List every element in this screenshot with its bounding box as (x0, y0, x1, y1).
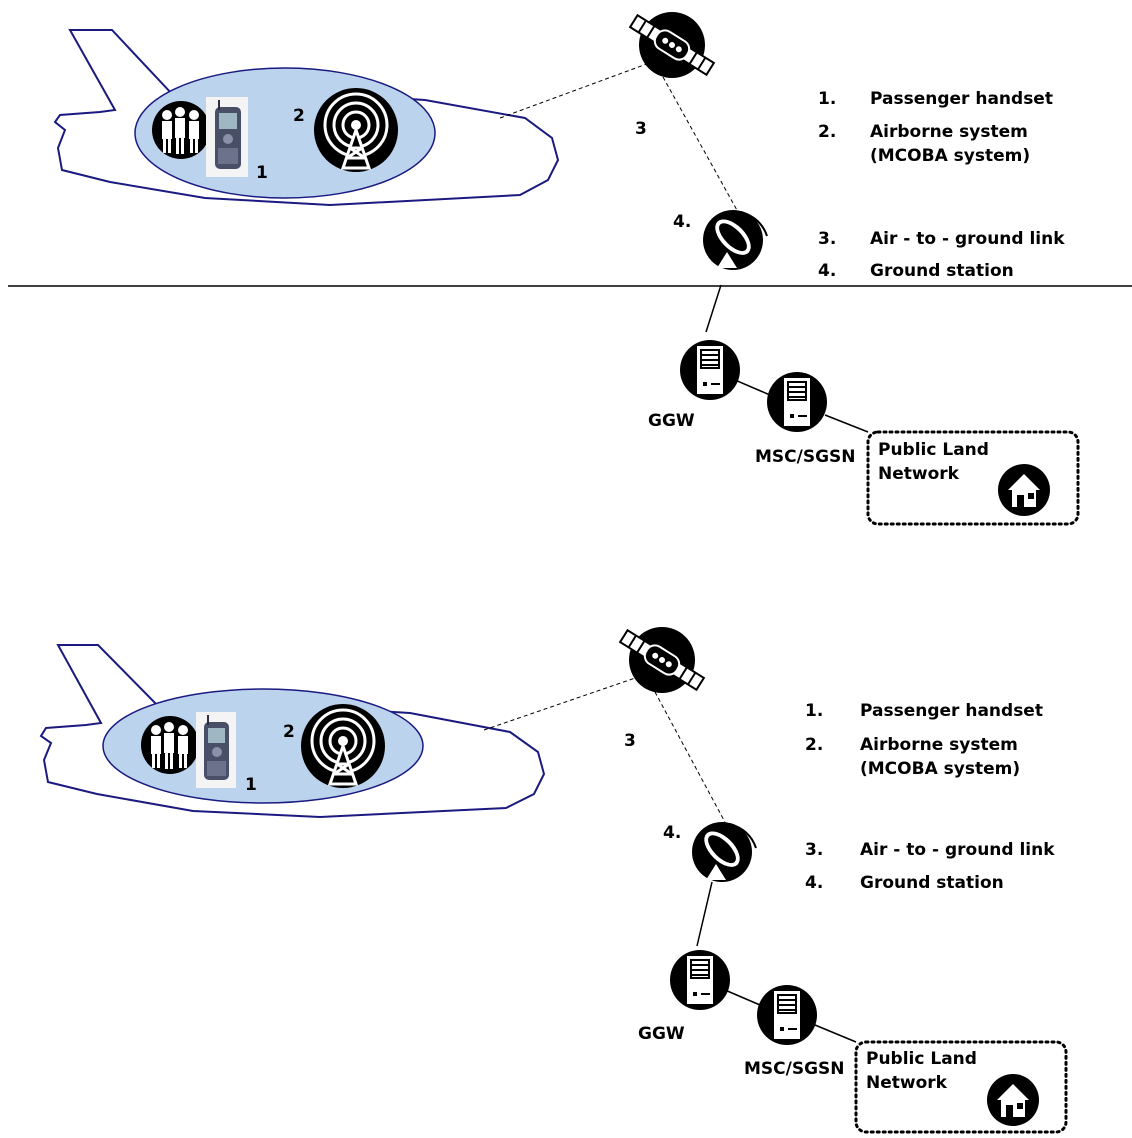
legend-item-text: (MCOBA system) (860, 759, 1020, 779)
air-link-line (483, 675, 642, 731)
satellite-icon (628, 12, 716, 78)
link-number-label: 3 (624, 731, 636, 751)
legend-item-text: Ground station (870, 261, 1014, 281)
ggw-server-icon (670, 950, 730, 1010)
public-land-network-label-line1: Public Land (866, 1049, 977, 1069)
diagram-1: 1 2 3 4. GGW MSC/SGSN Public Land Networ… (8, 12, 1132, 526)
legend-item-number: 1. (805, 701, 823, 721)
legend-item-number: 2. (805, 735, 823, 755)
legend-item-number: 2. (818, 122, 836, 142)
msc-sgsn-label: MSC/SGSN (755, 447, 856, 467)
legend-item-text: Air - to - ground link (870, 229, 1065, 249)
legend: 1. Passenger handset 2. Airborne system … (818, 89, 1065, 281)
ggw-msc-link (724, 989, 761, 1006)
legend-item-text: Passenger handset (860, 701, 1043, 721)
legend-item-text: Ground station (860, 873, 1004, 893)
public-land-network-label-line2: Network (878, 464, 960, 484)
public-land-network-label-line1: Public Land (878, 440, 989, 460)
msc-pln-link (814, 1024, 857, 1043)
ground-ggw-link (705, 284, 722, 333)
phone-icon (196, 712, 236, 788)
diagram-2: 1 2 3 4. GGW MSC/SGSN Public Land Networ… (39, 627, 1068, 1134)
ggw-msc-link (734, 379, 771, 396)
ggw-server-icon (680, 340, 740, 400)
legend-item-number: 1. (818, 89, 836, 109)
ground-ggw-link (696, 881, 713, 947)
link-number-label: 3 (635, 119, 647, 139)
legend-item-text: (MCOBA system) (870, 146, 1030, 166)
phone-icon (206, 97, 248, 177)
public-land-network-box (854, 1040, 1068, 1134)
legend-item-text: Passenger handset (870, 89, 1053, 109)
msc-pln-link (824, 414, 869, 433)
satellite-ground-link-line (662, 76, 739, 213)
airborne-number-label: 2 (283, 722, 295, 742)
air-link-line (499, 61, 653, 119)
ggw-label: GGW (638, 1024, 685, 1044)
msc-server-icon (757, 985, 817, 1045)
handset-number-label: 1 (245, 775, 257, 795)
ground-station-icon (703, 210, 768, 270)
legend-item-text: Airborne system (860, 735, 1018, 755)
legend: 1. Passenger handset 2. Airborne system … (805, 701, 1055, 893)
passengers-icon (152, 101, 210, 159)
msc-server-icon (767, 372, 827, 432)
ground-station-icon (692, 822, 757, 882)
legend-item-number: 3. (805, 840, 823, 860)
house-icon (987, 1074, 1039, 1126)
handset-number-label: 1 (256, 163, 268, 183)
passengers-icon (141, 716, 199, 774)
legend-item-number: 4. (805, 873, 823, 893)
public-land-network-box (866, 430, 1080, 526)
legend-item-number: 3. (818, 229, 836, 249)
legend-item-text: Air - to - ground link (860, 840, 1055, 860)
legend-item-text: Airborne system (870, 122, 1028, 142)
ggw-label: GGW (648, 411, 695, 431)
airborne-antenna-icon (301, 704, 385, 788)
ground-number-label: 4. (673, 212, 691, 232)
msc-sgsn-label: MSC/SGSN (744, 1059, 845, 1079)
ground-number-label: 4. (663, 823, 681, 843)
public-land-network-label-line2: Network (866, 1073, 948, 1093)
satellite-ground-link-line (654, 691, 727, 825)
airborne-number-label: 2 (293, 106, 305, 126)
legend-item-number: 4. (818, 261, 836, 281)
house-icon (998, 464, 1050, 516)
satellite-icon (618, 627, 706, 693)
airborne-antenna-icon (314, 88, 398, 172)
